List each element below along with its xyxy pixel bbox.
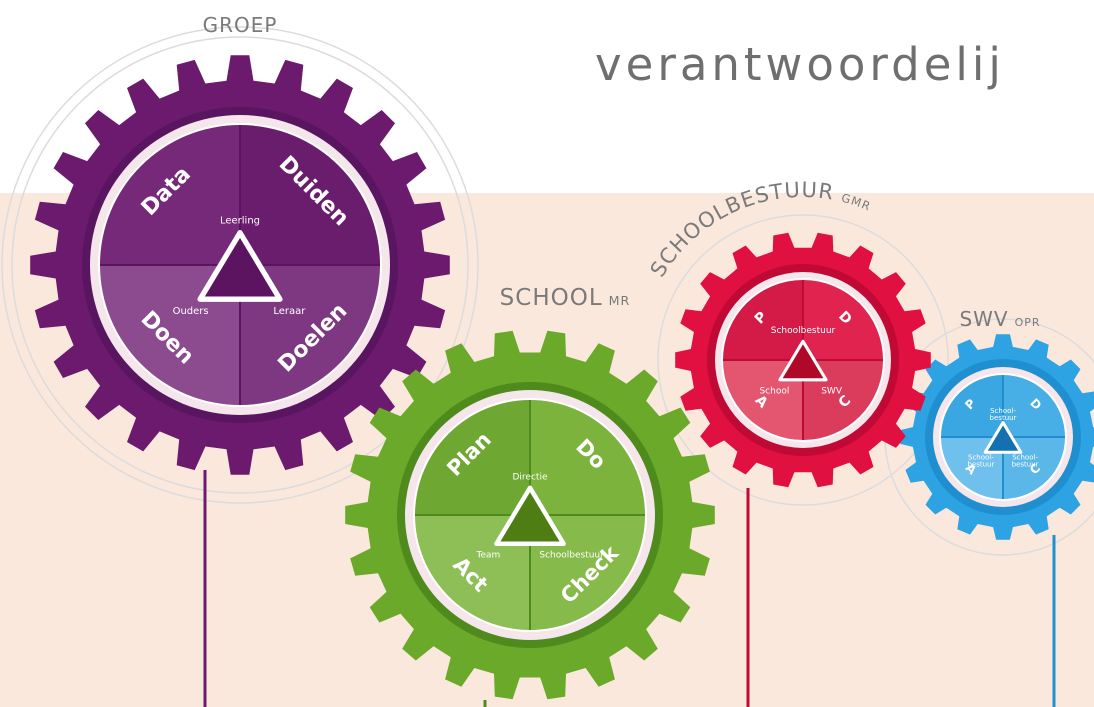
outer-ring-schoolbestuur (657, 214, 949, 506)
corner-label-bottom-right-swv: School-bestuur (1012, 453, 1039, 468)
quadrant-q1-groep (100, 125, 240, 265)
corner-label-bottom-left-schoolbestuur: School (759, 386, 789, 396)
center-triangle-swv (983, 421, 1023, 454)
corner-label-top-school: Directie (513, 473, 548, 483)
quadrant-q2-groep (240, 125, 380, 265)
corner-label-top-groep: Leerling (220, 216, 260, 227)
corner-label-bottom-right-schoolbestuur: SWV (821, 386, 843, 396)
center-triangle-schoolbestuur (778, 339, 828, 382)
corner-label-top-schoolbestuur: Schoolbestuur (771, 326, 836, 336)
quadrant-q1-swv (941, 375, 1003, 437)
corner-label-bottom-left-swv: School-bestuur (967, 453, 994, 468)
corner-label-top-swv: School-bestuur (990, 407, 1017, 422)
gear-title-groep: GROEP (203, 13, 278, 37)
page-heading: verantwoordelij (595, 38, 1005, 91)
corner-label-bottom-left-groep: Ouders (173, 306, 209, 317)
corner-label-bottom-left-school: Team (476, 550, 501, 560)
quadrant-q2-school (530, 400, 645, 515)
center-triangle-school (494, 485, 566, 547)
quadrant-q2-schoolbestuur (803, 280, 883, 360)
corner-label-bottom-right-school: Schoolbestuur (539, 550, 604, 560)
quadrant-q1-school (415, 400, 530, 515)
corner-label-bottom-right-groep: Leraar (273, 306, 306, 317)
outer-ring-groep-2 (11, 36, 469, 494)
quadrant-q2-swv (1003, 375, 1065, 437)
center-triangle-groep (197, 230, 283, 302)
outer-ring-groep (1, 26, 479, 504)
quadrant-q1-schoolbestuur (723, 280, 803, 360)
